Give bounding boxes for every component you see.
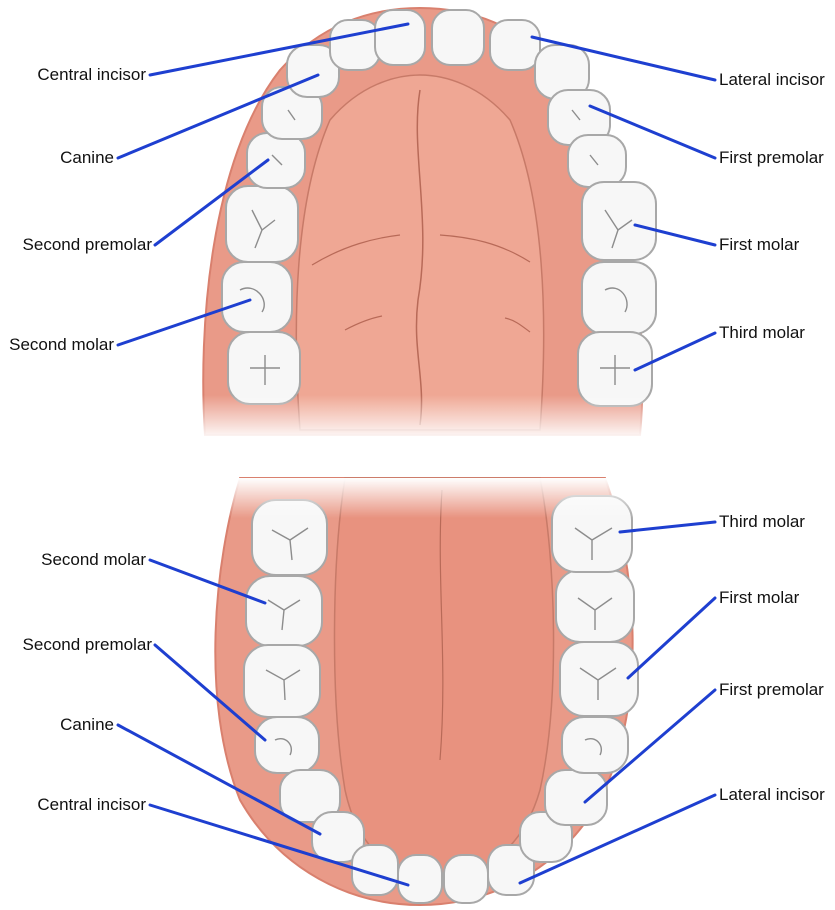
label-upper-canine: Canine [10,148,114,168]
label-lower-first-molar: First molar [719,588,799,608]
upper-fade [190,395,660,440]
upper-right-first-molar-tooth [582,182,656,260]
label-lower-lateral-incisor: Lateral incisor [719,785,825,805]
label-lower-canine: Canine [10,715,114,735]
upper-arch [203,8,656,435]
upper-right-second-premolar-tooth [568,135,626,187]
label-upper-second-molar: Second molar [2,335,114,355]
upper-left-lateral-incisor-tooth [330,20,380,70]
label-lower-second-premolar: Second premolar [2,635,152,655]
upper-right-lateral-incisor-tooth [490,20,540,70]
upper-left-central-incisor-tooth [375,10,425,65]
upper-left-second-premolar-tooth [247,133,305,188]
lower-left-first-molar-tooth [244,645,320,717]
lower-left-central-incisor-tooth [398,855,442,903]
upper-left-first-molar-tooth [226,186,298,262]
label-upper-lateral-incisor: Lateral incisor [719,70,825,90]
label-upper-first-premolar: First premolar [719,148,824,168]
gap-white [190,438,660,478]
upper-left-second-molar-tooth [222,262,292,332]
label-lower-second-molar: Second molar [2,550,146,570]
upper-right-central-incisor-tooth [432,10,484,65]
lower-right-second-molar-tooth [556,570,634,642]
lower-fade [190,478,660,518]
label-upper-first-molar: First molar [719,235,799,255]
leader-lower-first-molar [628,598,715,678]
leader-lower-third-molar [620,522,715,532]
lower-left-second-premolar-tooth [255,717,319,773]
tongue [334,478,553,878]
label-upper-second-premolar: Second premolar [2,235,152,255]
upper-right-second-molar-tooth [582,262,656,334]
lower-right-central-incisor-tooth [444,855,488,903]
lower-right-second-premolar-tooth [562,717,628,773]
label-lower-first-premolar: First premolar [719,680,824,700]
lower-arch [215,478,638,905]
label-lower-central-incisor: Central incisor [10,795,146,815]
label-upper-central-incisor: Central incisor [10,65,146,85]
label-lower-third-molar: Third molar [719,512,805,532]
lower-right-first-premolar-tooth [545,770,607,825]
label-upper-third-molar: Third molar [719,323,805,343]
